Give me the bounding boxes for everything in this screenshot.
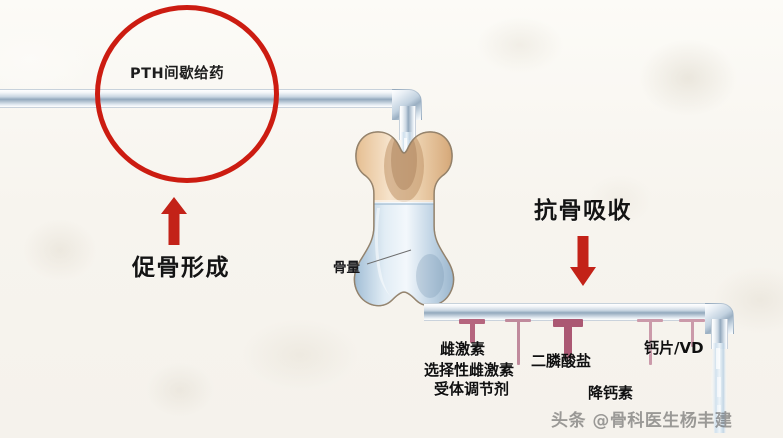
outflow-pipe-vertical xyxy=(711,319,728,349)
watermark-credit: 头条 @骨科医生杨丰建 xyxy=(551,411,733,431)
bone-mass-label: 骨量 xyxy=(333,260,360,276)
inflow-pipe-vertical xyxy=(399,106,416,140)
bisphosphonate-label: 二膦酸盐 xyxy=(531,352,592,370)
pth-annotation-label: PTH间歇给药 xyxy=(130,66,225,82)
calcium-vd-label: 钙片/VD xyxy=(644,339,704,357)
bisphosphonate-mark-bar xyxy=(553,319,583,327)
bone-resorption-down-arrow xyxy=(570,236,596,286)
calcitonin-mark xyxy=(637,319,663,365)
pth-annotation-circle[interactable] xyxy=(95,5,279,183)
bisphosphonate-mark-stem xyxy=(564,319,572,359)
serm-label-line1: 选择性雌激素 xyxy=(424,361,515,379)
bone-formation-up-arrow xyxy=(161,197,187,245)
outflow-water-stream xyxy=(711,343,727,433)
estrogen-mark xyxy=(459,319,485,343)
serm-mark xyxy=(505,319,531,365)
bone-resorption-label: 抗骨吸收 xyxy=(534,198,632,224)
estrogen-mark-bar xyxy=(459,319,485,324)
bone-formation-label: 促骨形成 xyxy=(132,255,230,281)
bisphosphonate-mark xyxy=(553,319,583,359)
bone-mass-leader-line xyxy=(366,249,412,265)
calcitonin-label: 降钙素 xyxy=(588,384,634,402)
calcitonin-mark-bar xyxy=(637,319,663,322)
calcitonin-mark-stem xyxy=(648,319,652,365)
calcium-vd-mark-bar xyxy=(679,319,705,322)
calcium-vd-mark xyxy=(679,319,705,347)
serm-mark-bar xyxy=(505,319,531,322)
estrogen-mark-stem xyxy=(469,319,475,343)
bone-vessel xyxy=(353,131,455,307)
estrogen-label: 雌激素 xyxy=(440,340,486,358)
serm-label-line2: 受体调节剂 xyxy=(434,380,510,398)
calcium-vd-mark-stem xyxy=(690,319,694,347)
serm-mark-stem xyxy=(516,319,520,365)
